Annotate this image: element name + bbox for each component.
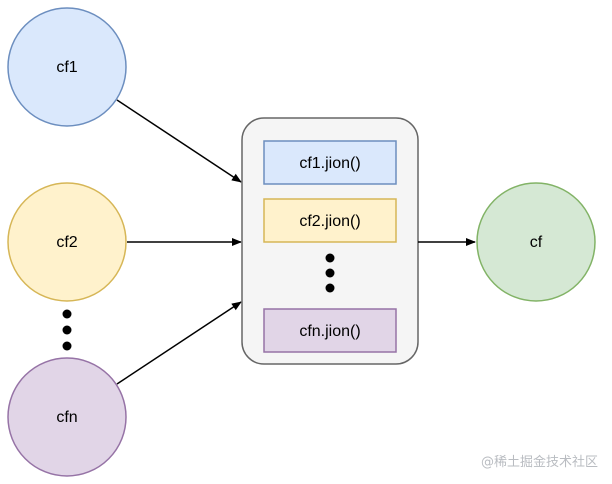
node-cf2-circle — [7, 182, 127, 302]
node-cf2-label: cf2 — [56, 234, 77, 251]
node-cf: cf — [476, 182, 596, 302]
join-ellipsis-dot — [325, 253, 335, 263]
arrow-cfn-to-join — [116, 301, 242, 385]
join-item-cf1-label: cf1.jion() — [299, 155, 360, 172]
node-cf1-circle — [7, 7, 127, 127]
join-item-cfn: cfn.jion() — [263, 308, 397, 353]
join-item-cf2-box — [263, 198, 397, 243]
node-cfn-label: cfn — [56, 409, 77, 426]
join-box: cf1.jion() cf2.jion() cfn.jion() — [241, 117, 419, 365]
node-cf-circle — [476, 182, 596, 302]
watermark: @稀土掘金技术社区 — [480, 455, 598, 470]
node-cfn-circle — [7, 357, 127, 477]
join-item-cf1: cf1.jion() — [263, 140, 397, 185]
join-item-cfn-box — [263, 308, 397, 353]
join-ellipsis-dot — [325, 283, 335, 293]
join-item-cf1-box — [263, 140, 397, 185]
join-item-cf2: cf2.jion() — [263, 198, 397, 243]
input-ellipsis-dot — [62, 341, 72, 351]
join-ellipsis-dot — [325, 268, 335, 278]
join-item-cf2-label: cf2.jion() — [299, 213, 360, 230]
input-ellipsis — [62, 309, 72, 351]
node-cf1-label: cf1 — [56, 59, 77, 76]
node-cf2: cf2 — [7, 182, 127, 302]
node-cf1: cf1 — [7, 7, 127, 127]
join-ellipsis — [325, 253, 335, 293]
input-ellipsis-dot — [62, 325, 72, 335]
arrow-cf1-to-join — [116, 99, 242, 183]
node-cfn: cfn — [7, 357, 127, 477]
join-item-cfn-label: cfn.jion() — [299, 323, 360, 340]
node-cf-label: cf — [530, 234, 543, 251]
input-ellipsis-dot — [62, 309, 72, 319]
